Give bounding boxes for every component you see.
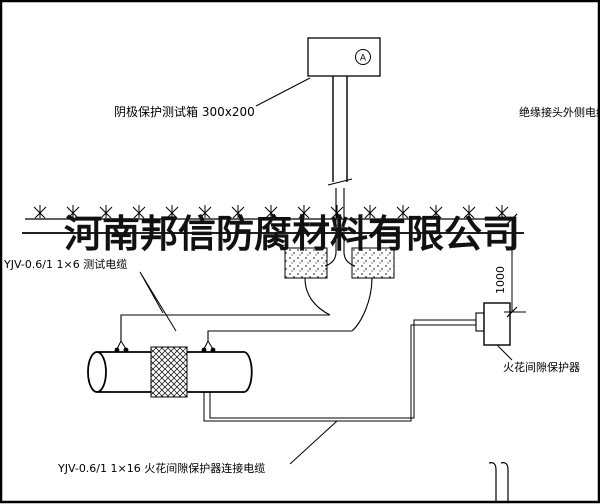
spark-gap-cable-leader-line <box>289 420 338 465</box>
test-cable-run-1 <box>120 314 330 341</box>
spark-gap-label: 火花间隙保护器 <box>503 360 580 374</box>
spark-gap-cable-a <box>203 324 476 422</box>
cable-into-right-block <box>343 251 356 267</box>
test-cable-run-2 <box>207 330 352 341</box>
insulated-joint-cable-label: 绝缘接头外侧电缆 <box>519 105 600 119</box>
ground-surface <box>25 204 516 220</box>
weld-terminal-2 <box>201 340 216 353</box>
concrete-block-right <box>351 247 395 279</box>
conduit-lower <box>335 188 345 252</box>
concrete-block-left <box>284 247 328 279</box>
pipe-riser-break-icon <box>488 462 509 503</box>
test-box: A <box>307 37 381 77</box>
conduit-upper <box>332 76 348 182</box>
test-cable-label: YJV-0.6/1 1×6 测试电缆 <box>3 258 127 271</box>
spark-gap-protector <box>475 302 511 346</box>
spark-gap-leader-line <box>496 344 513 361</box>
spark-gap-cable <box>203 319 476 422</box>
pipe-left-cap <box>87 351 107 393</box>
conduit-riser <box>327 76 353 252</box>
spark-gap-body <box>483 302 511 346</box>
spark-gap-connector <box>475 312 485 332</box>
concrete-blocks <box>284 247 395 279</box>
weld-terminal-1 <box>114 340 129 353</box>
dimension-text: 1000 <box>494 266 507 294</box>
cable-into-left-block <box>324 251 337 267</box>
watermark-text: 河南邦信防腐材料有限公司 <box>64 212 520 256</box>
pipe-right-cap <box>244 351 253 393</box>
watermark: 河南邦信防腐材料有限公司 <box>22 212 524 256</box>
dimension-1000: 1000 <box>494 213 526 318</box>
spark-gap-cable-b <box>209 319 476 419</box>
cable-right-block-to-run <box>351 277 373 332</box>
cable-left-block-to-run <box>304 277 331 316</box>
test-cables <box>120 251 373 341</box>
spark-gap-cable-label: YJV-0.6/1 1×16 火花间隙保护器连接电缆 <box>57 461 265 475</box>
ammeter-letter: A <box>360 54 367 64</box>
test-box-leader-line <box>255 77 311 107</box>
conduit-break-mark <box>327 178 353 186</box>
test-box-label: 阴极保护测试箱 300x200 <box>114 104 255 119</box>
pipeline <box>87 340 253 398</box>
pipe-wrap-band <box>150 346 188 398</box>
ammeter-icon <box>355 49 371 65</box>
test-cable-leader-lines <box>139 271 177 332</box>
